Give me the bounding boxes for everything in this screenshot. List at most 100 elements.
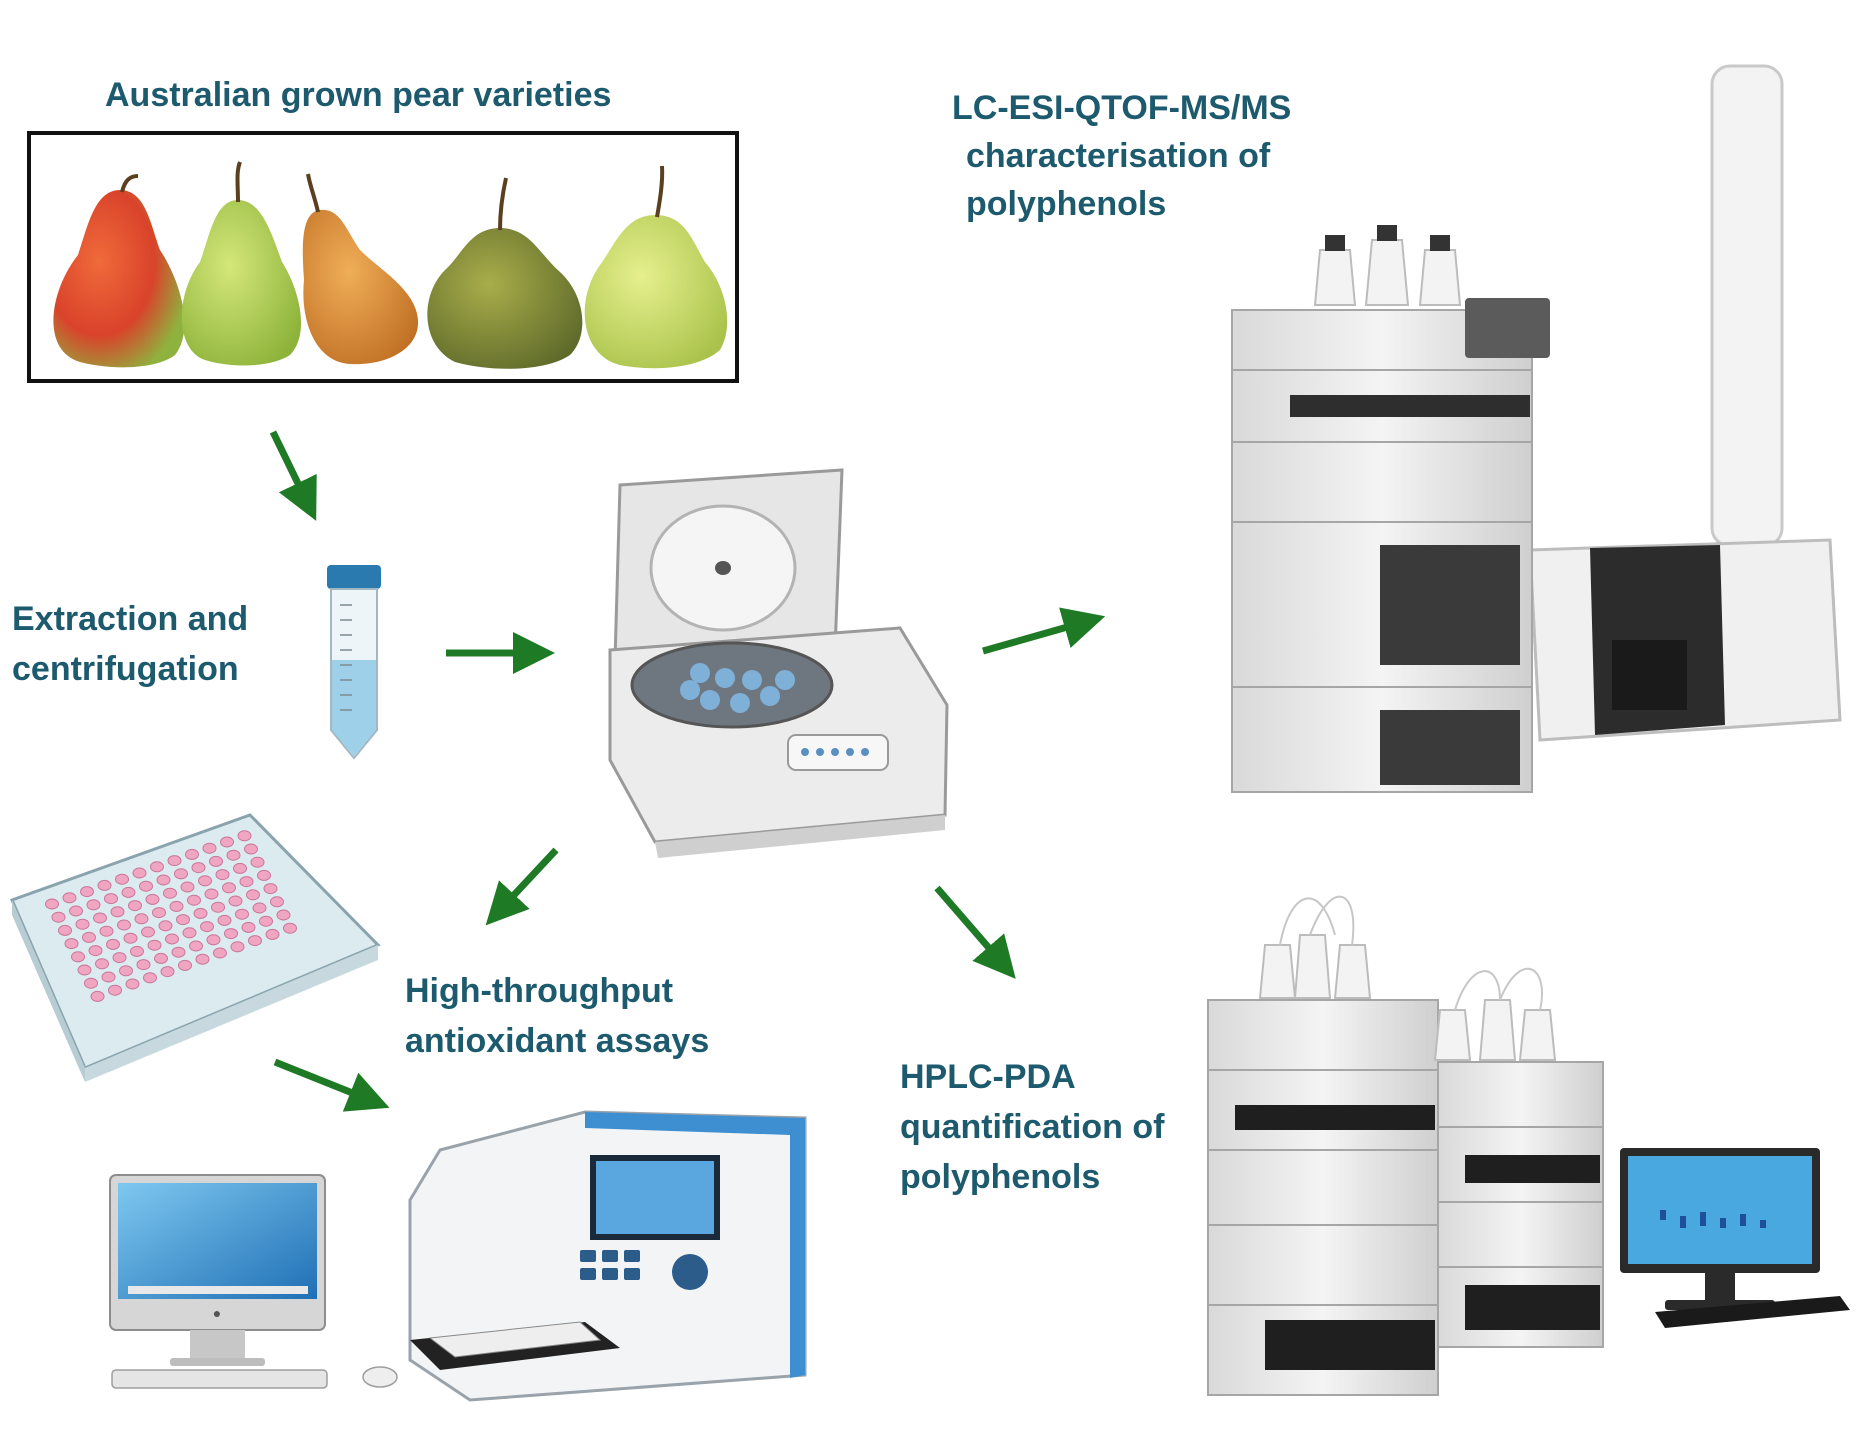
plate-well <box>178 959 192 971</box>
plate-well <box>189 940 203 952</box>
plate-well <box>108 984 122 996</box>
plate-well <box>217 914 232 926</box>
plate-well <box>211 901 225 913</box>
plate-well <box>90 990 105 1002</box>
plate-well <box>110 906 125 918</box>
plate-well <box>220 836 234 848</box>
lcms-label: LC-ESI-QTOF-MS/MS characterisation of po… <box>952 84 1291 228</box>
plate-well <box>233 862 247 874</box>
plate-well <box>143 972 157 984</box>
plate-reader-icon <box>408 1110 807 1402</box>
lc-stack <box>1231 225 1550 793</box>
lcms-label-line3: polyphenols <box>966 185 1167 223</box>
plate-well <box>226 849 241 861</box>
extraction-label-line2: centrifugation <box>12 650 239 688</box>
plate-well <box>88 945 103 957</box>
desktop-computer-icon: ● <box>109 1174 398 1389</box>
plate-well <box>145 893 160 905</box>
plate-well <box>77 964 92 976</box>
plate-well <box>171 946 186 958</box>
plate-well <box>263 883 278 895</box>
plate-well <box>58 924 72 936</box>
plate-well <box>104 893 118 905</box>
plate-well <box>160 966 175 978</box>
plate-well <box>147 939 162 951</box>
plate-well <box>213 947 227 959</box>
plate-well <box>121 886 136 898</box>
arrow-icon <box>982 607 1106 655</box>
plate-well <box>241 921 256 933</box>
plate-well <box>150 861 164 873</box>
hplc-monitor-icon <box>1620 1148 1850 1328</box>
plate-well <box>200 921 214 933</box>
plate-well <box>222 882 236 894</box>
pear-icon <box>302 173 419 365</box>
plate-well <box>193 907 208 919</box>
plate-well <box>257 869 271 881</box>
apple-logo-icon: ● <box>213 1305 221 1321</box>
plate-well <box>134 913 149 925</box>
plate-well <box>228 895 243 907</box>
plate-well <box>202 842 217 854</box>
extraction-label-line1: Extraction and <box>12 600 249 638</box>
lc-ms-instrument-icon <box>1231 64 1842 793</box>
plate-well <box>176 914 190 926</box>
plate-well <box>252 902 267 914</box>
plate-well <box>265 928 280 940</box>
plate-well <box>235 908 249 920</box>
plate-well <box>128 900 142 912</box>
plate-well <box>115 873 129 885</box>
pears-title: Australian grown pear varieties <box>105 70 611 120</box>
pear-icon <box>181 161 302 366</box>
plate-well <box>244 843 258 855</box>
arrow-icon <box>269 430 317 521</box>
plate-well <box>132 867 147 879</box>
plate-well <box>156 874 171 886</box>
plate-well <box>180 881 195 893</box>
plate-well <box>209 855 223 867</box>
plate-well <box>239 876 254 888</box>
plate-well <box>182 927 197 939</box>
hplc-label: HPLC-PDA quantification of polyphenols <box>900 1052 1164 1202</box>
assays-label-line2: antioxidant assays <box>405 1022 710 1060</box>
plate-well <box>206 934 221 946</box>
plate-well <box>62 892 77 904</box>
plate-well <box>154 952 168 964</box>
plate-well <box>259 915 273 927</box>
plate-well <box>165 933 179 945</box>
hplc-label-line1: HPLC-PDA <box>900 1058 1076 1096</box>
plate-well <box>99 925 114 937</box>
centrifuge-icon <box>608 468 949 858</box>
plate-well <box>51 911 66 923</box>
plate-well <box>215 869 230 881</box>
microplate-icon <box>9 813 381 1082</box>
plate-well <box>158 920 173 932</box>
plate-well <box>93 912 107 924</box>
hplc-instrument-icon <box>1207 895 1850 1396</box>
plate-well <box>136 959 151 971</box>
plate-well <box>101 971 116 983</box>
plate-well <box>82 931 96 943</box>
pears-title-text: Australian grown pear varieties <box>105 76 612 114</box>
plate-well <box>204 888 219 900</box>
arrow-icon <box>934 885 1016 979</box>
assays-label: High-throughput antioxidant assays <box>405 966 709 1066</box>
plate-well <box>276 909 291 921</box>
plate-well <box>187 894 201 906</box>
plate-well <box>185 848 199 860</box>
plate-well <box>45 898 59 910</box>
plate-well <box>191 862 206 874</box>
plate-well <box>248 935 262 947</box>
plate-well <box>112 952 127 964</box>
lcms-label-line2: characterisation of <box>966 137 1271 175</box>
plate-well <box>250 856 265 868</box>
plate-well <box>75 918 90 930</box>
pear-icon <box>427 177 583 369</box>
plate-well <box>86 899 101 911</box>
plate-well <box>224 928 238 940</box>
pear-icon <box>584 165 728 369</box>
plate-well <box>125 978 140 990</box>
plate-well <box>69 905 83 917</box>
plate-well <box>283 922 297 934</box>
